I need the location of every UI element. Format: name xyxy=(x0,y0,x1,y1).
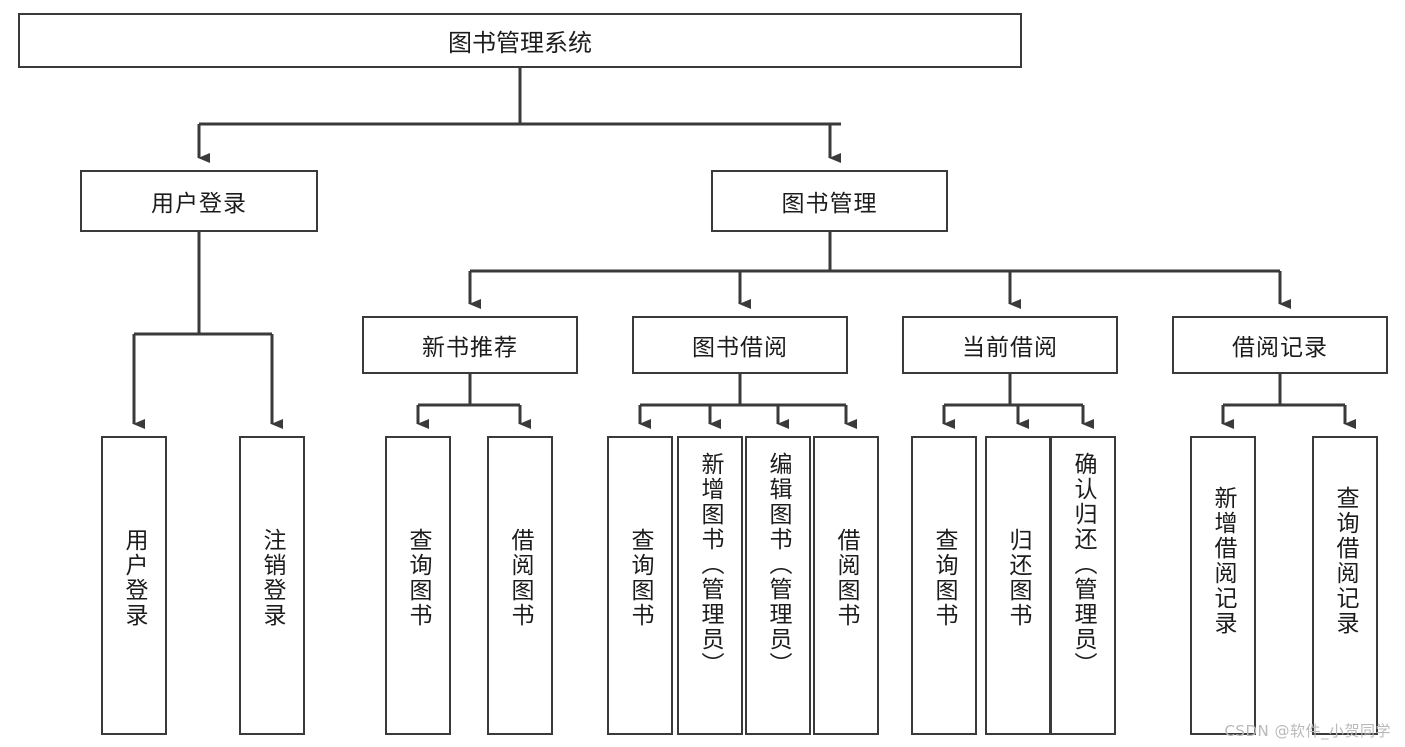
leaf-query-book-current[interactable]: 查询图书 xyxy=(911,436,977,735)
leaf-user-logout[interactable]: 注销登录 xyxy=(239,436,305,735)
leaf-label: 新增借阅记录 xyxy=(1210,486,1237,636)
leaf-label: 编辑图书（管理员） xyxy=(765,452,792,677)
node-current-borrow[interactable]: 当前借阅 xyxy=(902,316,1118,374)
leaf-label: 注销登录 xyxy=(259,528,286,628)
leaf-add-borrow-record[interactable]: 新增借阅记录 xyxy=(1190,436,1256,735)
leaf-edit-book-admin[interactable]: 编辑图书（管理员） xyxy=(745,436,811,735)
node-label: 新书推荐 xyxy=(422,335,518,361)
leaf-label: 查询图书 xyxy=(931,528,958,628)
node-label: 当前借阅 xyxy=(962,335,1058,361)
node-label: 用户登录 xyxy=(151,191,247,217)
leaf-query-book-recommend[interactable]: 查询图书 xyxy=(385,436,451,735)
leaf-add-book-admin[interactable]: 新增图书（管理员） xyxy=(677,436,743,735)
leaf-borrow-book[interactable]: 借阅图书 xyxy=(813,436,879,735)
leaf-label: 借阅图书 xyxy=(833,528,860,628)
leaf-label: 用户登录 xyxy=(121,528,148,628)
leaf-label: 归还图书 xyxy=(1005,528,1032,628)
leaf-label: 查询借阅记录 xyxy=(1332,486,1359,636)
leaf-borrow-book-recommend[interactable]: 借阅图书 xyxy=(487,436,553,735)
node-new-book-recommend[interactable]: 新书推荐 xyxy=(362,316,578,374)
leaf-label: 查询图书 xyxy=(627,528,654,628)
leaf-label: 确认归还（管理员） xyxy=(1070,452,1097,677)
leaf-label: 借阅图书 xyxy=(507,528,534,628)
leaf-user-login[interactable]: 用户登录 xyxy=(101,436,167,735)
node-label: 图书借阅 xyxy=(692,335,788,361)
node-root[interactable]: 图书管理系统 xyxy=(18,13,1022,68)
node-book-borrow[interactable]: 图书借阅 xyxy=(632,316,848,374)
leaf-label: 新增图书（管理员） xyxy=(697,452,724,677)
node-borrow-record[interactable]: 借阅记录 xyxy=(1172,316,1388,374)
node-label: 图书管理系统 xyxy=(448,29,592,57)
node-book-management[interactable]: 图书管理 xyxy=(711,170,948,232)
node-label: 借阅记录 xyxy=(1232,335,1328,361)
watermark: CSDN @软件_小贺同学 xyxy=(1224,722,1391,740)
leaf-return-book[interactable]: 归还图书 xyxy=(985,436,1051,735)
node-user-login[interactable]: 用户登录 xyxy=(80,170,318,232)
node-label: 图书管理 xyxy=(781,191,878,217)
leaf-query-book-borrow[interactable]: 查询图书 xyxy=(607,436,673,735)
leaf-confirm-return-admin[interactable]: 确认归还（管理员） xyxy=(1050,436,1116,735)
leaf-query-borrow-record[interactable]: 查询借阅记录 xyxy=(1312,436,1378,735)
leaf-label: 查询图书 xyxy=(405,528,432,628)
